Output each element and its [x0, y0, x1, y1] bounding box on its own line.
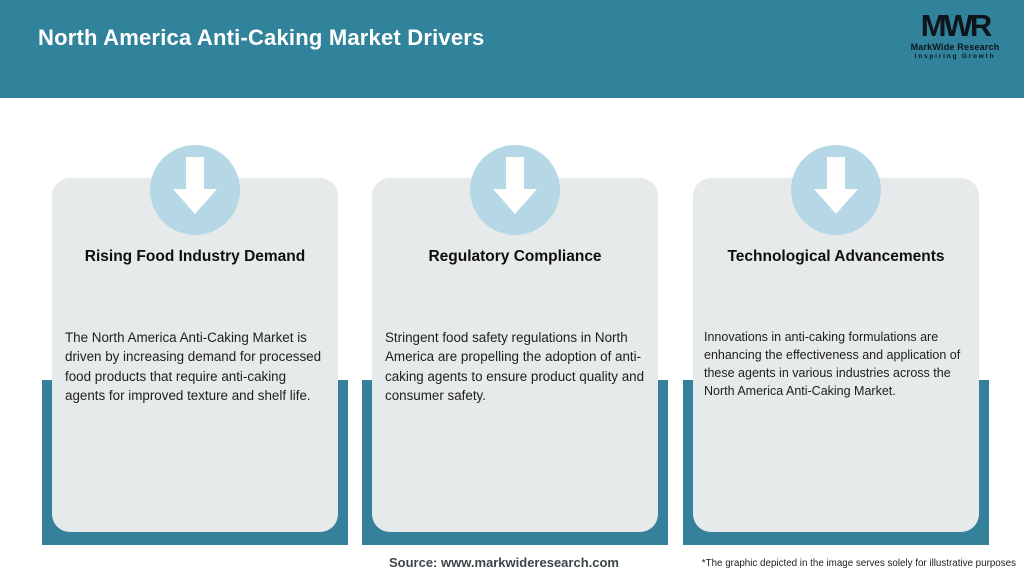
down-arrow-icon	[791, 145, 881, 235]
driver-card-1: Rising Food Industry Demand The North Am…	[42, 0, 348, 576]
arrow-glyph	[493, 157, 537, 214]
arrow-glyph	[814, 157, 858, 214]
card-title: Regulatory Compliance	[428, 248, 602, 265]
disclaimer-text: *The graphic depicted in the image serve…	[701, 558, 1016, 569]
card-title: Technological Advancements	[727, 248, 945, 265]
markwide-logo: MWR MarkWide Research Inspiring Growth	[900, 10, 1010, 61]
card-title: Rising Food Industry Demand	[84, 248, 306, 265]
card-body: Innovations in anti-caking formulations …	[704, 330, 961, 399]
logo-name: MarkWide Research	[910, 42, 1000, 52]
driver-card-3: Technological Advancements Innovations i…	[683, 0, 989, 576]
driver-card-2: Regulatory Compliance Stringent food saf…	[362, 0, 668, 576]
card-body: Stringent food safety regulations in Nor…	[385, 330, 645, 404]
logo-mark: MWR	[920, 8, 992, 43]
down-arrow-icon	[150, 145, 240, 235]
page-title: North America Anti-Caking Market Drivers	[38, 25, 485, 50]
down-arrow-icon	[470, 145, 560, 235]
card-panel: Technological Advancements Innovations i…	[693, 178, 979, 532]
card-body: The North America Anti-Caking Market is …	[65, 330, 322, 404]
source-text: Source: www.markwideresearch.com	[388, 555, 619, 570]
card-panel: Regulatory Compliance Stringent food saf…	[372, 178, 658, 532]
header-bar: North America Anti-Caking Market Drivers…	[0, 0, 1024, 98]
card-panel: Rising Food Industry Demand The North Am…	[52, 178, 338, 532]
arrow-glyph	[173, 157, 217, 214]
logo-tagline: Inspiring Growth	[914, 53, 996, 60]
